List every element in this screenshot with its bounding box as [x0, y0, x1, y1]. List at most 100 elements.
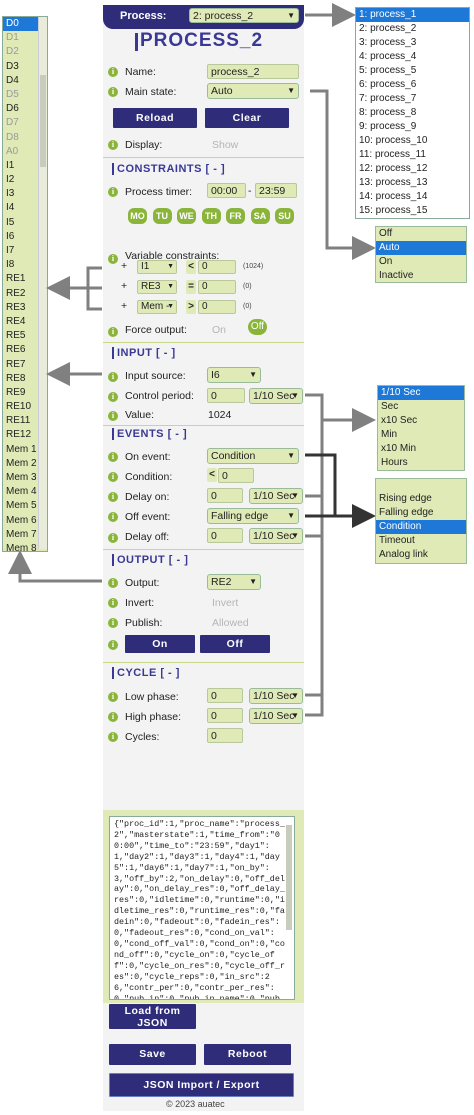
constraint-variable-select[interactable]: I1▼	[137, 260, 177, 274]
info-icon[interactable]: i	[108, 692, 118, 702]
info-icon[interactable]: i	[108, 254, 118, 264]
dropdown-option[interactable]: Min	[381, 429, 398, 440]
list-item[interactable]: I5	[6, 216, 15, 228]
json-textarea[interactable]: {"proc_id":1,"proc_name":"process_2","ma…	[109, 816, 295, 1000]
constraint-operator[interactable]: >	[186, 300, 196, 314]
json-scrollbar[interactable]	[286, 825, 292, 930]
list-item[interactable]: Mem 3	[6, 472, 37, 483]
dropdown-option[interactable]: Condition	[376, 520, 466, 534]
dropdown-option[interactable]: 6: process_6	[359, 79, 417, 90]
force-on-toggle[interactable]: On	[212, 324, 227, 336]
control-period-unit-select[interactable]: 1/10 Sec▼	[249, 388, 303, 404]
dropdown-option[interactable]: 1/10 Sec	[378, 386, 464, 400]
list-item[interactable]: I3	[6, 188, 15, 200]
info-icon[interactable]: i	[108, 67, 118, 77]
constraint-operator[interactable]: <	[186, 260, 196, 274]
delay-on-input[interactable]: 0	[207, 488, 243, 503]
info-icon[interactable]: i	[108, 492, 118, 502]
reload-button[interactable]: Reload	[113, 108, 197, 128]
name-input[interactable]: process_2	[207, 64, 299, 79]
dropdown-option[interactable]: x10 Sec	[381, 415, 418, 426]
dropdown-option[interactable]: 11: process_11	[359, 149, 426, 160]
weekday-toggle-fr[interactable]: FR	[226, 208, 245, 224]
info-icon[interactable]: i	[108, 87, 118, 97]
list-item[interactable]: I4	[6, 202, 15, 214]
json-import-export-button[interactable]: JSON Import / Export	[109, 1073, 294, 1097]
list-item[interactable]: Mem 2	[6, 457, 37, 469]
list-item[interactable]: I1	[6, 159, 15, 171]
off-event-select[interactable]: Falling edge▼	[207, 508, 299, 524]
list-item[interactable]: RE4	[6, 315, 26, 327]
list-item[interactable]: RE8	[6, 372, 26, 384]
load-from-json-button[interactable]: Load from JSON	[109, 1004, 196, 1029]
info-icon[interactable]: i	[108, 618, 118, 628]
dropdown-option[interactable]: 10: process_10	[359, 135, 428, 146]
info-icon[interactable]: i	[108, 411, 118, 421]
output-on-button[interactable]: On	[125, 635, 195, 653]
list-item[interactable]: RE11	[6, 415, 31, 427]
delay-off-unit-select[interactable]: 1/10 Sec▼	[249, 528, 303, 544]
list-item[interactable]: Mem 4	[6, 486, 37, 498]
list-item[interactable]: Mem 6	[6, 514, 37, 526]
control-period-input[interactable]: 0	[207, 388, 245, 403]
info-icon[interactable]: i	[108, 533, 118, 543]
info-icon[interactable]: i	[108, 187, 118, 197]
info-icon[interactable]: i	[108, 640, 118, 650]
dropdown-option[interactable]: Off	[379, 228, 393, 239]
output-off-button[interactable]: Off	[200, 635, 270, 653]
list-item[interactable]: RE12	[6, 429, 32, 441]
list-item[interactable]: Mem 1	[6, 443, 37, 455]
time-to-input[interactable]: 23:59	[255, 183, 297, 198]
output-title[interactable]: OUTPUT [ - ]	[117, 554, 189, 566]
constraints-title[interactable]: CONSTRAINTS [ - ]	[117, 163, 226, 175]
invert-toggle[interactable]: Invert	[212, 597, 239, 609]
constraint-operator[interactable]: =	[186, 280, 196, 294]
list-item[interactable]: D3	[6, 60, 19, 72]
info-icon[interactable]: i	[108, 372, 118, 382]
list-item[interactable]: D7	[6, 117, 19, 129]
list-item[interactable]: D1	[6, 32, 19, 44]
save-button[interactable]: Save	[109, 1044, 196, 1065]
dropdown-option[interactable]: Inactive	[379, 270, 414, 281]
dropdown-option[interactable]: Analog link	[379, 549, 428, 560]
time-from-input[interactable]: 00:00	[207, 183, 246, 198]
list-item[interactable]: A0	[6, 145, 19, 157]
dropdown-option[interactable]: 14: process_14	[359, 191, 428, 202]
info-icon[interactable]: i	[108, 598, 118, 608]
add-constraint-button[interactable]: +	[121, 300, 128, 312]
constraint-value-input[interactable]: 0	[198, 300, 236, 314]
add-constraint-button[interactable]: +	[121, 260, 128, 272]
dropdown-option[interactable]: 12: process_12	[359, 163, 428, 174]
output-select[interactable]: RE2▼	[207, 574, 261, 590]
list-item[interactable]: RE1	[6, 273, 26, 285]
dropdown-option[interactable]: 8: process_8	[359, 107, 417, 118]
input-source-select[interactable]: I6▼	[207, 367, 261, 383]
constraint-value-input[interactable]: 0	[198, 260, 236, 274]
delay-off-input[interactable]: 0	[207, 528, 243, 543]
cycle-title[interactable]: CYCLE [ - ]	[117, 667, 180, 679]
dropdown-option[interactable]: 5: process_5	[359, 65, 417, 76]
weekday-toggle-tu[interactable]: TU	[152, 208, 172, 224]
list-item[interactable]: D4	[6, 74, 19, 86]
cycles-input[interactable]: 0	[207, 728, 243, 743]
clear-button[interactable]: Clear	[205, 108, 289, 128]
high-phase-input[interactable]: 0	[207, 708, 243, 723]
dropdown-option[interactable]: Falling edge	[379, 507, 434, 518]
events-title[interactable]: EVENTS [ - ]	[117, 428, 188, 440]
info-icon[interactable]: i	[108, 327, 118, 337]
high-phase-unit-select[interactable]: 1/10 Sec▼	[249, 708, 303, 724]
list-item[interactable]: Mem 5	[6, 500, 37, 512]
dropdown-option[interactable]: 9: process_9	[359, 121, 417, 132]
list-item[interactable]: Mem 8	[6, 542, 37, 552]
constraint-value-input[interactable]: 0	[198, 280, 236, 294]
dropdown-option[interactable]: Sec	[381, 401, 399, 412]
display-toggle[interactable]: Show	[212, 139, 239, 151]
dropdown-option[interactable]: Rising edge	[379, 493, 432, 504]
constraint-variable-select[interactable]: Mem -▼	[137, 300, 177, 314]
publish-toggle[interactable]: Allowed	[212, 617, 249, 629]
list-item[interactable]: D5	[6, 88, 19, 100]
